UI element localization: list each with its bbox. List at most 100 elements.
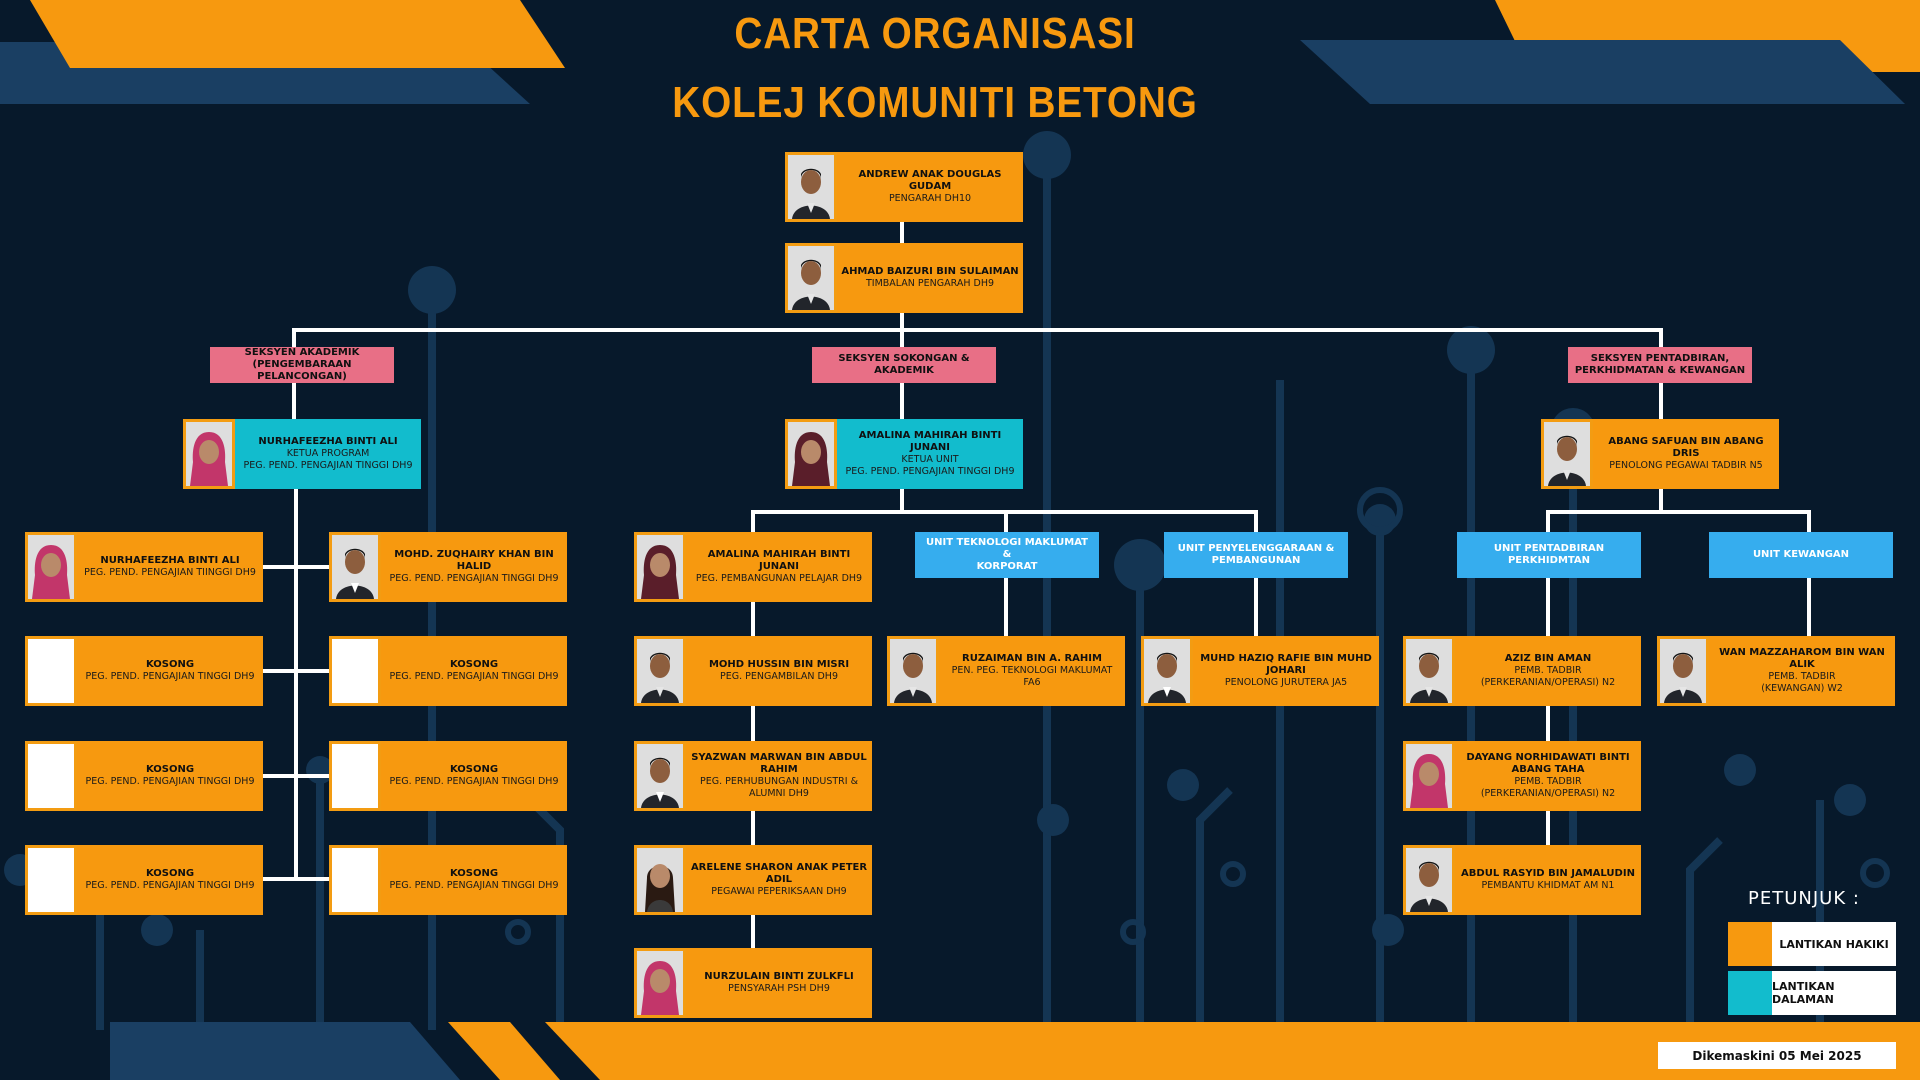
- staff-photo: [785, 419, 837, 489]
- connector-lines: [261, 220, 1811, 948]
- chart-title-line2: KOLEJ KOMUNITI BETONG: [672, 78, 1198, 127]
- empty-photo: [329, 845, 381, 915]
- staff-name: AMALINA MAHIRAH BINTI JUNANI: [707, 549, 851, 572]
- staff-post: PEG. PEND. PENGAJIAN TINGGI DH9: [389, 671, 559, 682]
- staff-name: MOHD HUSSIN BIN MISRI: [708, 659, 850, 670]
- circuit-rings: [505, 487, 1890, 945]
- legend-swatch-substantive: [1728, 922, 1772, 966]
- staff-photo: [25, 532, 77, 602]
- legend-label-internal: LANTIKAN DALAMAN: [1772, 971, 1896, 1015]
- staff-name: ABANG SAFUAN BIN ABANG DRIS: [1608, 436, 1764, 459]
- staff-role: KETUA PROGRAM: [286, 448, 370, 459]
- staff-name: AHMAD BAIZURI BIN SULAIMAN: [841, 266, 1019, 277]
- staff-name: KOSONG: [449, 764, 499, 775]
- staff-photo: [329, 532, 381, 602]
- staff-name: KOSONG: [145, 868, 195, 879]
- staff-post: PEG. PEND. PENGAJIAN TINGGI DH9: [389, 880, 559, 891]
- empty-photo: [329, 741, 381, 811]
- staff-name: NURHAFEEZHA BINTI ALI: [100, 555, 240, 566]
- last-updated-label: Dikemaskini 05 Mei 2025: [1658, 1042, 1896, 1069]
- unit-admin-service: UNIT PENTADBIRAN PERKHIDMTAN: [1457, 532, 1641, 578]
- staff-name: KOSONG: [145, 764, 195, 775]
- staff-photo: [785, 243, 837, 313]
- legend-label-substantive: LANTIKAN HAKIKI: [1772, 922, 1896, 966]
- staff-name: DAYANG NORHIDAWATI BINTI ABANG TAHA: [1466, 752, 1630, 775]
- staff-post: PEMBANTU KHIDMAT AM N1: [1481, 880, 1615, 891]
- staff-post: PEG. PERHUBUNGAN INDUSTRI & ALUMNI DH9: [700, 776, 858, 799]
- staff-photo: [1541, 419, 1593, 489]
- staff-photo: [1403, 845, 1455, 915]
- staff-photo: [634, 845, 686, 915]
- staff-photo: [634, 948, 686, 1018]
- legend-title: PETUNJUK :: [1748, 888, 1860, 909]
- staff-photo: [1403, 741, 1455, 811]
- staff-post: TIMBALAN PENGARAH DH9: [865, 278, 995, 289]
- staff-post: PEMB. TADBIR (PERKERANIAN/OPERASI) N2: [1480, 665, 1616, 688]
- staff-photo: [1403, 636, 1455, 706]
- staff-post: PEG. PEND. PENGAJIAN TINGGI DH9: [85, 671, 255, 682]
- section-admin-finance: SEKSYEN PENTADBIRAN, PERKHIDMATAN & KEWA…: [1568, 347, 1752, 383]
- staff-post: PEG. PEND. PENGAJIAN TINGGI DH9: [85, 776, 255, 787]
- unit-it-corporate: UNIT TEKNOLOGI MAKLUMAT & KORPORAT: [915, 532, 1099, 578]
- staff-photo: [183, 419, 235, 489]
- section-academic: SEKSYEN AKADEMIK (PENGEMBARAAN PELANCONG…: [210, 347, 394, 383]
- staff-name: NURHAFEEZHA BINTI ALI: [258, 436, 398, 447]
- staff-name: ABDUL RASYID BIN JAMALUDIN: [1461, 868, 1635, 879]
- staff-name: MUHD HAZIQ RAFIE BIN MUHD JOHARI: [1200, 653, 1372, 676]
- empty-photo: [25, 636, 77, 706]
- staff-post: PEG. PEND. PENGAJIAN TINGGI DH9: [845, 466, 1015, 477]
- section-support-academic: SEKSYEN SOKONGAN & AKADEMIK: [812, 347, 996, 383]
- staff-photo: [634, 636, 686, 706]
- staff-name: KOSONG: [449, 659, 499, 670]
- staff-post: PEG. PEND. PENGAJIAN TINGGI DH9: [389, 573, 559, 584]
- staff-name: RUZAIMAN BIN A. RAHIM: [962, 653, 1102, 664]
- staff-photo: [887, 636, 939, 706]
- staff-name: KOSONG: [449, 868, 499, 879]
- unit-maintenance: UNIT PENYELENGGARAAN & PEMBANGUNAN: [1164, 532, 1348, 578]
- staff-post: PEN. PEG. TEKNOLOGI MAKLUMAT FA6: [951, 665, 1113, 688]
- staff-post: PEG. PEND. PENGAJIAN TIINGGI DH9: [84, 567, 256, 578]
- empty-photo: [329, 636, 381, 706]
- staff-post: PENGARAH DH10: [888, 193, 972, 204]
- staff-name: ARELENE SHARON ANAK PETER ADIL: [690, 862, 868, 885]
- chart-title-line1: CARTA ORGANISASI: [734, 9, 1136, 58]
- banner-bottom-orange: [545, 1022, 1920, 1080]
- staff-post: PENOLONG JURUTERA JA5: [1224, 677, 1348, 688]
